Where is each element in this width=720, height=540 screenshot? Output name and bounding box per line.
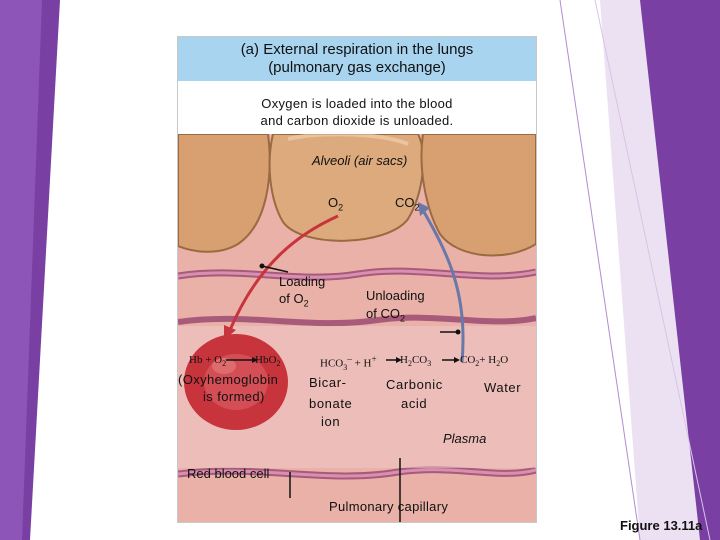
pulmonary-capillary-label: Pulmonary capillary [329,499,449,514]
oxyhemoglobin-label-line-2: is formed) [203,389,265,404]
red-blood-cell-highlight [212,358,236,374]
capillary-upper-wall-inner [178,269,536,279]
title-line-2: (pulmonary gas exchange) [268,59,446,76]
loading-label-line-2: of O2 [279,291,309,309]
eq-arrowhead-h2co3 [396,357,402,363]
co2-text: CO [395,195,415,210]
unloading-subscript: 2 [399,313,405,324]
red-blood-cell [184,334,288,430]
equation-hbo2: HbO2 [255,354,280,368]
eq-co2: CO [460,354,476,366]
eq-h2co3-co: CO [411,354,428,366]
equation-hb-o2: Hb + O2 [189,354,226,368]
description-line-2: and carbon dioxide is unloaded. [260,113,454,128]
eq-h2co3-sub1: 2 [407,359,412,369]
alveoli-label: Alveoli (air sacs) [312,153,408,168]
eq-hco3-sup: – [347,354,352,364]
loading-subscript: 2 [303,298,309,309]
title-band: (a) External respiration in the lungs (p… [178,37,536,81]
alveolus-highlight [287,134,409,146]
o2-text: O [328,195,339,210]
bicarbonate-label-line-3: ion [321,414,341,429]
water-label: Water [484,380,522,395]
unloading-arrowhead [418,202,430,216]
figure-panel: (a) External respiration in the lungs (p… [177,36,537,523]
right-diagonal-line [559,0,641,540]
unloading-text: of CO [366,306,400,321]
red-blood-cell-label: Red blood cell [187,466,270,481]
alveolus-right [420,134,536,257]
loading-leader-dot [259,263,265,269]
co2-subscript: 2 [414,202,420,213]
alveolus-center [268,134,425,242]
eq-arrowhead-hbo2 [252,357,258,363]
capillary-walls [178,267,536,480]
unloading-leader-dot [455,329,461,335]
eq-plus-h2o: + H [479,354,497,366]
eq-h2co3-sub2: 3 [427,359,432,369]
oxyhemoglobin-label-line-1: (Oxyhemoglobin [178,372,279,387]
eq-h2co3-h: H [400,354,408,366]
figure-number-label: Figure 13.11a [620,518,703,533]
unloading-label-line-2: of CO2 [366,306,405,324]
loading-arrowhead [224,325,236,340]
o2-subscript: 2 [338,202,344,213]
unloading-label-line-1: Unloading [366,288,425,303]
alveoli [178,134,536,257]
eq-plus-h: + H [354,357,372,370]
description-line-1: Oxygen is loaded into the blood [261,96,453,111]
unloading-arrow [422,211,465,363]
eq-co2-sub: 2 [475,359,480,369]
eq-h-sup: + [371,354,377,364]
carbonic-acid-label-line-1: Carbonic [386,377,443,392]
eq-hbo2-sub: 2 [276,359,281,369]
loading-arrow [228,214,339,331]
lung-tissue-illustration [178,134,536,522]
eq-hbo2-text: HbO [255,354,277,366]
plasma-label: Plasma [443,431,487,446]
eq-arrowhead-co2 [454,357,460,363]
capillary-lower-wall-inner [178,468,536,478]
eq-o: O [500,354,509,366]
capillary-mid-wall [178,314,536,327]
right-purple-panel [640,0,720,540]
loading-leader-line [261,265,289,273]
eq-hco3: HCO [320,357,344,370]
bicarbonate-label-line-1: Bicar- [309,375,347,390]
eq-hco3-sub: 3 [343,362,348,372]
eq-h2o-sub: 2 [496,359,501,369]
right-diagonal-line-2 [594,0,711,540]
title-line-1: (a) External respiration in the lungs [240,41,474,58]
left-purple-panel-inner [0,0,42,540]
eq-hb-o2-text: Hb + O [189,354,223,366]
equation-right: HCO3– + H+ [320,354,377,372]
loading-text: of O [279,291,304,306]
loading-label-line-1: Loading [279,274,326,289]
bicarbonate-label-line-2: bonate [309,396,353,411]
eq-hb-o2-sub: 2 [222,359,227,369]
equation-h2co3: H2CO3 [400,354,431,368]
carbonic-acid-label-line-2: acid [401,396,428,411]
co2-label: CO2 [395,195,420,213]
o2-label: O2 [328,195,343,213]
equation-co2-h2o: CO2+ H2O [460,354,508,368]
